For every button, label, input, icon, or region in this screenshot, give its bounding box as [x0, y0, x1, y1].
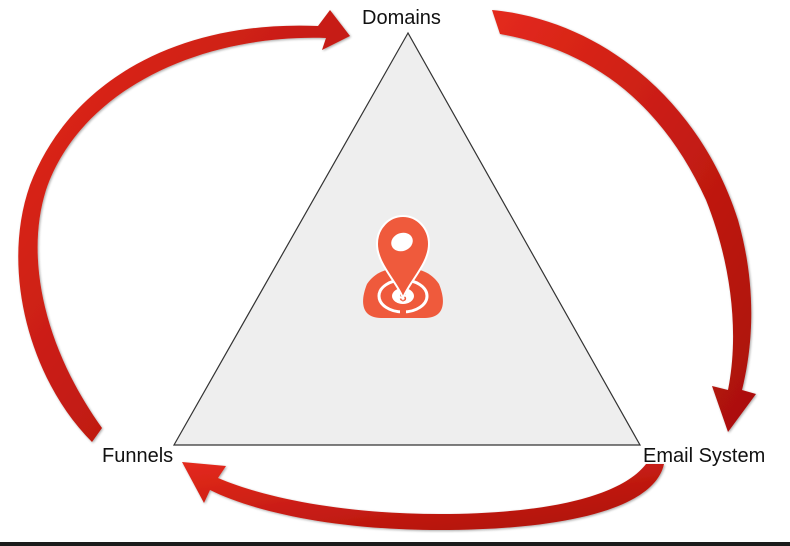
node-label-funnels: Funnels	[102, 445, 174, 467]
node-label-domains: Domains	[362, 7, 441, 29]
bottom-divider	[0, 542, 790, 546]
logo-pin	[375, 214, 431, 301]
arrow-email-to-funnels	[182, 462, 664, 530]
map-pin-dollar-icon: $	[363, 214, 443, 318]
logo-pin-hole	[391, 232, 413, 252]
node-label-email-system: Email System	[643, 445, 766, 467]
arrow-domains-to-email	[492, 10, 756, 432]
